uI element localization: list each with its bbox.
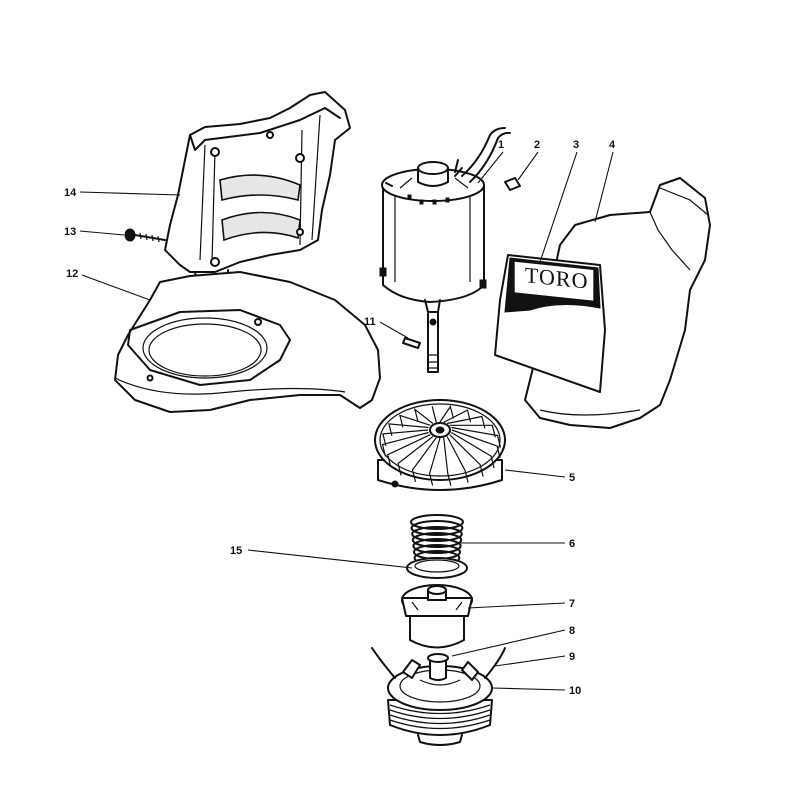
callout-5: 5: [569, 472, 575, 484]
spring-coils: [410, 514, 464, 566]
part-11-pin: [402, 337, 421, 349]
callout-3: 3: [573, 139, 579, 151]
leader-lines: [79, 151, 614, 691]
fan-blade: [428, 437, 441, 486]
fan-blade: [451, 429, 501, 459]
callout-15: 15: [230, 545, 242, 557]
leader-10: [491, 687, 566, 691]
callout-10: 10: [569, 685, 581, 697]
fan-blade: [446, 436, 469, 483]
fan-blade: [397, 436, 434, 476]
fan-blade: [449, 424, 496, 438]
leader-13: [79, 230, 125, 236]
callout-9: 9: [569, 651, 575, 663]
callout-13: 13: [64, 226, 76, 238]
fan-blade: [449, 434, 484, 477]
fan-blade: [451, 431, 495, 469]
callout-8: 8: [569, 625, 575, 637]
part-9-line: [371, 647, 506, 681]
callout-14: 14: [64, 187, 77, 199]
callout-7: 7: [569, 598, 575, 610]
part-1-motor: [379, 127, 511, 373]
part-7-hub: [401, 584, 473, 649]
leader-8: [451, 629, 566, 657]
fan-blade: [443, 409, 472, 423]
leader-7: [467, 602, 566, 609]
fan-blade: [399, 414, 431, 428]
leader-9: [494, 655, 566, 667]
leader-4: [594, 151, 614, 223]
fan-blade: [382, 429, 429, 447]
callout-2: 2: [534, 139, 540, 151]
callout-labels: 1 2 3 4 5 6 7 8 9 10 11 12 13 14 15: [64, 139, 616, 697]
spring-coil: [410, 520, 464, 536]
callout-4: 4: [609, 139, 616, 151]
spring-coil: [412, 538, 462, 554]
fan-blade: [388, 423, 429, 437]
part-12-guard-deck: [114, 271, 381, 413]
leader-2: [517, 151, 539, 181]
leader-14: [79, 191, 181, 196]
part-3-decal: TORO: [494, 254, 606, 393]
part-6-spring: [410, 514, 464, 566]
callout-11: 11: [364, 316, 376, 328]
leader-12: [81, 274, 151, 301]
callout-1: 1: [498, 139, 504, 151]
leader-15: [247, 549, 413, 569]
part-13-screw: [124, 228, 166, 243]
fan-blade: [451, 426, 502, 448]
leader-5: [504, 469, 566, 478]
fan-blade: [446, 415, 486, 429]
fan-blade: [411, 437, 437, 483]
fan-blades: [381, 405, 502, 486]
fan-blade: [443, 437, 452, 486]
fan-blade: [439, 405, 454, 423]
spring-coil: [411, 526, 463, 542]
fan-blade: [381, 431, 429, 457]
callout-6: 6: [569, 538, 575, 550]
callout-12: 12: [66, 268, 78, 280]
leader-1: [477, 151, 504, 184]
fan-blade: [431, 406, 437, 423]
part-10-spool: [387, 665, 493, 746]
leader-3: [539, 151, 578, 263]
part-14-housing-half: [164, 91, 351, 291]
part-2-screw: [504, 177, 521, 191]
part-15-washer: [406, 557, 468, 579]
fan-blade: [413, 407, 434, 424]
part-5-fan: [374, 399, 506, 491]
spring-coil: [411, 532, 463, 548]
fan-blade: [386, 434, 431, 467]
leader-11: [379, 321, 409, 339]
part-8-spool-insert: [419, 653, 461, 686]
